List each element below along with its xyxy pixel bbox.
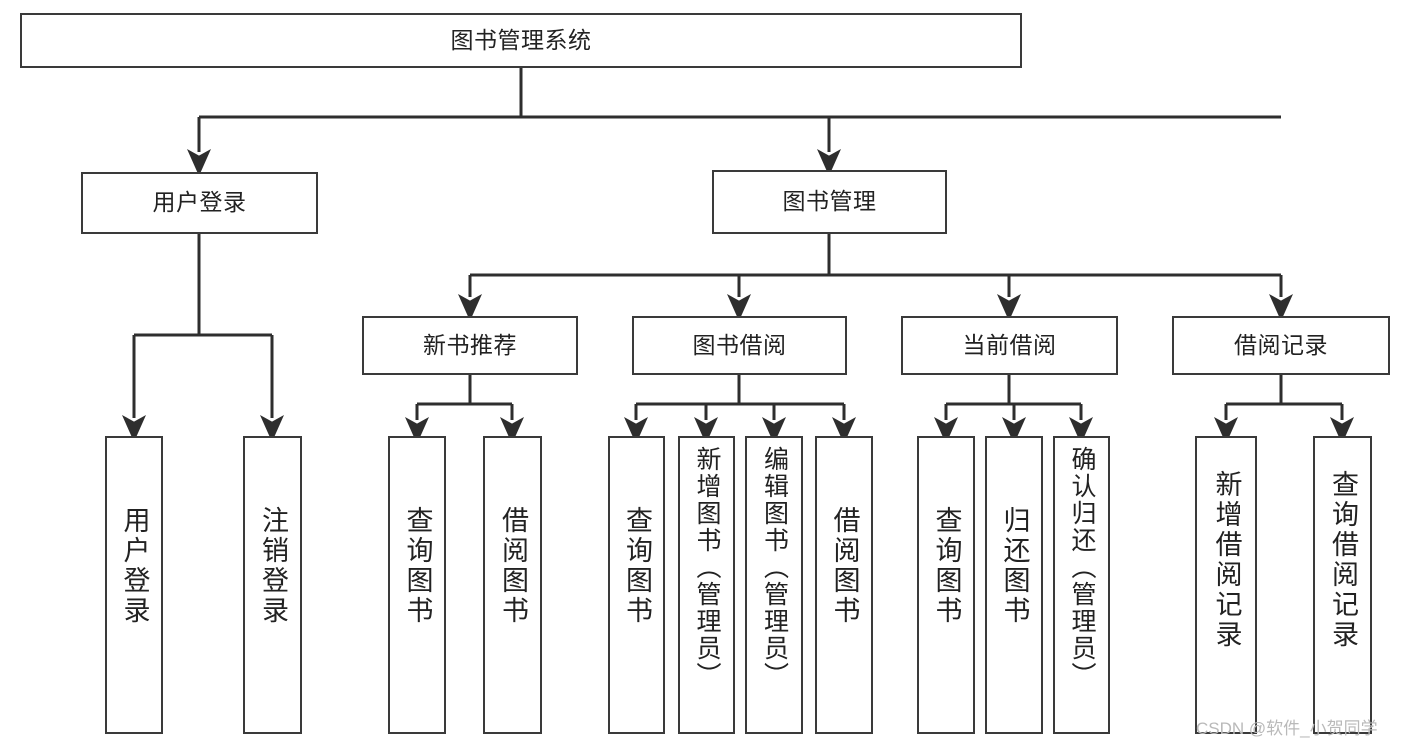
leaf-confirm-return-admin[interactable]: 确认归还（管理员）	[1053, 436, 1110, 734]
leaf-user-login[interactable]: 用户登录	[105, 436, 163, 734]
leaf-query-book-recommend-label: 查询图书	[402, 506, 433, 626]
leaf-borrow-book[interactable]: 借阅图书	[815, 436, 873, 734]
leaf-query-borrow-record[interactable]: 查询借阅记录	[1313, 436, 1372, 734]
leaf-logout[interactable]: 注销登录	[243, 436, 302, 734]
leaf-query-book-current-label: 查询图书	[931, 506, 962, 626]
leaf-borrow-book-recommend-label: 借阅图书	[498, 506, 528, 626]
leaf-query-book-current[interactable]: 查询图书	[917, 436, 975, 734]
leaf-confirm-return-admin-label: 确认归还（管理员）	[1068, 446, 1096, 689]
leaf-add-book-admin[interactable]: 新增图书（管理员）	[678, 436, 735, 734]
node-current-borrow-label: 当前借阅	[962, 331, 1057, 358]
node-user-login[interactable]: 用户登录	[81, 172, 318, 234]
node-book-management-label: 图书管理	[782, 188, 877, 215]
leaf-edit-book-admin[interactable]: 编辑图书（管理员）	[745, 436, 803, 734]
leaf-edit-book-admin-label: 编辑图书（管理员）	[760, 446, 789, 689]
node-book-management[interactable]: 图书管理	[712, 170, 947, 234]
node-root[interactable]: 图书管理系统	[20, 13, 1022, 68]
node-current-borrow[interactable]: 当前借阅	[901, 316, 1118, 375]
leaf-query-book-borrow-label: 查询图书	[622, 506, 652, 626]
leaf-query-book-recommend[interactable]: 查询图书	[388, 436, 446, 734]
leaf-return-book[interactable]: 归还图书	[985, 436, 1043, 734]
leaf-query-borrow-record-label: 查询借阅记录	[1328, 470, 1358, 650]
node-borrow-records[interactable]: 借阅记录	[1172, 316, 1390, 375]
leaf-query-book-borrow[interactable]: 查询图书	[608, 436, 665, 734]
leaf-add-borrow-record[interactable]: 新增借阅记录	[1195, 436, 1257, 734]
node-new-book-recommend[interactable]: 新书推荐	[362, 316, 578, 375]
leaf-user-login-label: 用户登录	[119, 506, 150, 626]
leaf-logout-label: 注销登录	[258, 506, 288, 626]
leaf-return-book-label: 归还图书	[999, 506, 1030, 626]
leaf-borrow-book-recommend[interactable]: 借阅图书	[483, 436, 542, 734]
node-borrow-records-label: 借阅记录	[1234, 331, 1328, 358]
csdn-watermark: CSDN @软件_小贺同学	[1196, 719, 1378, 738]
node-book-borrow[interactable]: 图书借阅	[632, 316, 847, 375]
leaf-borrow-book-label: 借阅图书	[829, 506, 860, 626]
node-root-label: 图书管理系统	[450, 26, 592, 53]
leaf-add-borrow-record-label: 新增借阅记录	[1211, 470, 1242, 650]
node-new-book-recommend-label: 新书推荐	[423, 331, 517, 358]
node-book-borrow-label: 图书借阅	[692, 331, 787, 358]
leaf-add-book-admin-label: 新增图书（管理员）	[693, 446, 721, 689]
node-user-login-label: 用户登录	[152, 189, 247, 216]
